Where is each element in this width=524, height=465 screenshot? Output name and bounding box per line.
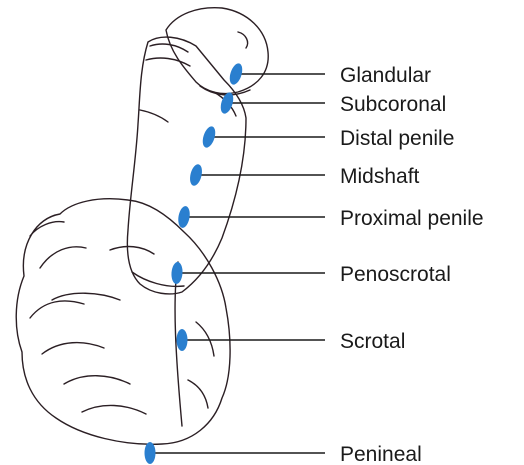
marker-midshaft — [188, 163, 204, 187]
labels: Glandular Subcoronal Distal penile Midsh… — [340, 64, 484, 465]
marker-penineal — [145, 442, 156, 464]
label-glandular: Glandular — [340, 64, 431, 87]
label-penoscrotal: Penoscrotal — [340, 263, 451, 286]
label-proximal-penile: Proximal penile — [340, 207, 484, 230]
shaft-shape — [127, 37, 246, 294]
label-subcoronal: Subcoronal — [340, 93, 446, 116]
label-scrotal: Scrotal — [340, 330, 405, 353]
marker-scrotal — [177, 329, 188, 351]
marker-penoscrotal — [171, 262, 184, 285]
markers — [145, 62, 245, 464]
shaft — [127, 37, 246, 294]
scrotum — [16, 199, 230, 444]
label-distal-penile: Distal penile — [340, 127, 454, 150]
glans — [166, 8, 268, 95]
scrotum-shape — [16, 199, 230, 444]
label-midshaft: Midshaft — [340, 165, 420, 188]
label-penineal: Penineal — [340, 443, 422, 465]
glans-shape — [166, 8, 268, 94]
marker-proximal-penile — [177, 205, 192, 229]
